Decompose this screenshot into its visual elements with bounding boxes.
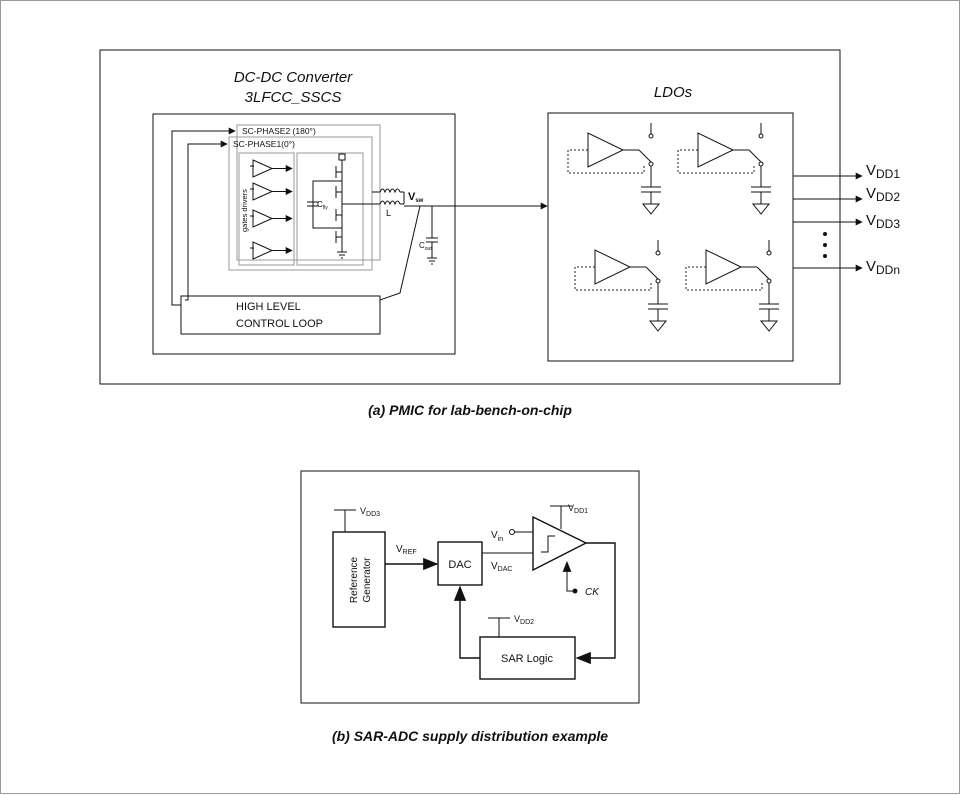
vdd2-supply-label: VDD2 [514,614,534,626]
vin-label: Vin [491,530,503,543]
ldo-cell [574,240,668,332]
switch-blade [756,266,770,280]
ellipsis-dot [823,232,827,236]
feedback-phase2-line [171,127,236,306]
ldo-cell [567,123,661,215]
ldo-feedback-dashed [685,266,763,291]
ldo-amplifier [697,132,735,168]
gate-driver-4 [252,241,274,260]
switch-contact [766,278,772,284]
reference-generator-box [332,531,386,628]
ellipsis-dot [823,243,827,247]
cfly-label: Cfly [317,200,328,211]
switch-contact [655,278,661,284]
gate-driver-3 [252,209,274,228]
sar-to-dac-arrow [453,585,480,659]
hysteresis-icon [541,535,555,553]
gate-driver-1 [252,159,274,178]
vdd3-supply-label: VDD3 [360,506,380,518]
output-label-vdd3: VDD3 [866,212,900,231]
ldo-frame [547,112,794,362]
switch-blade [638,149,652,163]
switch-contact [766,250,772,256]
ck-label: CK [585,587,600,598]
switch-contact [758,133,764,139]
feedback-phase1-line [185,140,228,301]
inductor-label: L [386,208,391,218]
dcdc-frame [152,113,456,355]
ldo-cell [677,123,771,215]
dcdc-converter-block: SC-PHASE2 (180°) SC-PHASE1(0°) g [152,113,456,355]
reference-generator-line1: Reference [349,556,360,603]
ldo-block [547,112,794,362]
pmic-frame [99,49,841,385]
dac-label: DAC [448,559,471,571]
inductor-coils: L [372,188,405,218]
ground-icon [751,203,771,215]
output-label-vdd1: VDD1 [866,162,900,181]
caption-b: (b) SAR-ADC supply distribution example [332,728,608,744]
switch-contact [648,133,654,139]
control-loop-box [180,295,381,335]
dcdc-title: DC-DC Converter [234,69,353,86]
cout-label: Cout [419,241,432,252]
ground-icon [759,320,779,332]
ground-icon [648,320,668,332]
vin-terminal [338,153,346,161]
reference-generator-line2: Generator [362,557,373,603]
ldo-amplifier [587,132,625,168]
sar-adc-frame [300,470,640,704]
ldo-amplifier [594,249,632,285]
ldo-feedback-dashed [574,266,652,291]
ellipsis-dot [823,254,827,258]
output-rails: VDD1 VDD2 VDD3 VDDn [793,162,900,277]
gate-drivers: gates drivers [238,152,295,266]
vin-input-node [509,529,515,535]
sar-logic-label: SAR Logic [501,653,553,665]
sc-phase2-label: SC-PHASE2 (180°) [242,126,316,136]
gates-drivers-label: gates drivers [240,189,249,232]
vsw-label: Vsw [408,191,424,204]
output-capacitor: Cout [419,206,438,265]
ldo-feedback-dashed [677,149,755,174]
clock-arrow [562,560,575,592]
switch-stack: Cfly [296,152,380,266]
vdac-label: VDAC [491,561,512,573]
ground-icon [641,203,661,215]
dac-box [437,541,483,586]
ldo-title: LDOs [654,84,693,101]
ldo-feedback-dashed [567,149,645,174]
switch-blade [645,266,659,280]
figure-b-sar-adc: VDD3 Reference Generator VREF DAC VDD1 V… [300,470,640,744]
vdd1-supply-label: VDD1 [568,503,588,515]
ldo-amplifier [705,249,743,285]
sc-phase1-label: SC-PHASE1(0°) [233,139,295,149]
caption-a: (a) PMIC for lab-bench-on-chip [368,402,572,418]
vref-label: VREF [396,544,417,556]
switch-contact [655,250,661,256]
control-loop-line2: CONTROL LOOP [236,318,323,330]
control-loop-line1: HIGH LEVEL [236,301,301,313]
comparator-to-sar-arrow [575,542,616,665]
output-label-vddn: VDDn [866,258,900,277]
figure-a-pmic: DC-DC Converter 3LFCC_SSCS LDOs SC-PHASE… [99,49,900,418]
sense-line [379,205,421,301]
switch-contact [648,161,654,167]
switch-blade [748,149,762,163]
dcdc-subtitle: 3LFCC_SSCS [245,89,342,106]
ldo-cell [685,240,779,332]
gate-driver-2 [252,182,274,201]
output-label-vdd2: VDD2 [866,185,900,204]
comparator-symbol [532,515,588,572]
switch-contact [758,161,764,167]
